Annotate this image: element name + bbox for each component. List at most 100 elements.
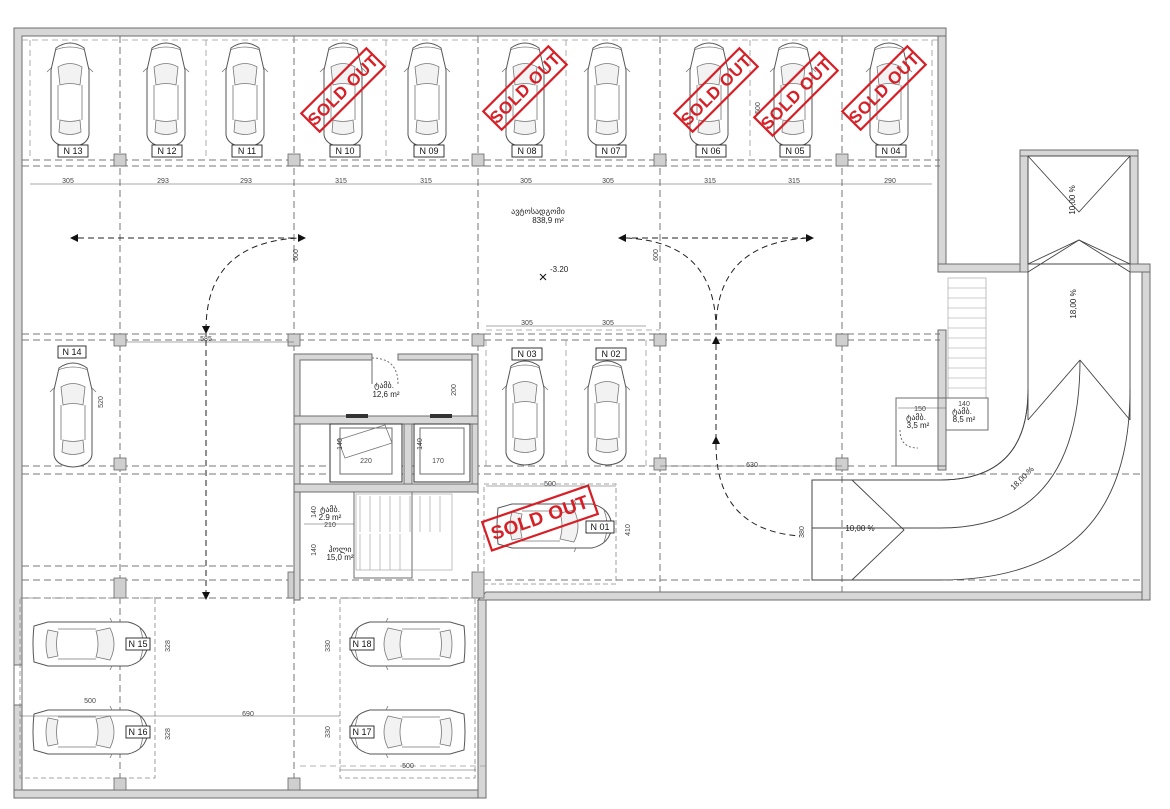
spot-label-n17: N 17 [352, 727, 371, 737]
storage-1-area: 12,6 m² [372, 390, 399, 399]
outer-walls [13, 27, 1151, 799]
spot-n08: N 08 [501, 42, 549, 158]
spot-n14: N 14 [49, 345, 97, 468]
svg-text:315: 315 [335, 178, 347, 185]
spot-label-n10: N 10 [335, 146, 354, 156]
stairs-right [895, 277, 989, 467]
storage-1-name: ტამბ. [374, 381, 394, 390]
svg-text:410: 410 [625, 524, 632, 536]
spot-n04: N 04 [865, 42, 913, 158]
parking-hall-area: 838,9 m² [532, 216, 564, 225]
spot-label-n04: N 04 [881, 146, 900, 156]
spot-label-n05: N 05 [785, 146, 804, 156]
core-block [293, 353, 479, 601]
svg-text:500: 500 [755, 102, 762, 114]
svg-text:328: 328 [165, 640, 172, 652]
storage-2-name: ტამბ. [320, 505, 340, 514]
svg-text:600: 600 [293, 249, 300, 261]
parking-hall-name: ავტოსადგომი [511, 207, 565, 216]
spot-n12: N 12 [142, 42, 190, 158]
traffic-routes [70, 234, 814, 600]
storage-3-area: 3,5 m² [907, 421, 930, 430]
svg-text:330: 330 [325, 726, 332, 738]
svg-text:140: 140 [311, 506, 318, 518]
svg-text:220: 220 [360, 458, 372, 465]
ramps [811, 155, 1131, 581]
spot-label-n06: N 06 [701, 146, 720, 156]
spot-n03: N 03 [501, 347, 549, 466]
ramp-bottom-slope: 10,00 % [845, 524, 874, 533]
svg-text:500: 500 [544, 481, 556, 488]
spot-n02: N 02 [583, 347, 631, 466]
spot-n10: N 10 [319, 42, 367, 158]
room-labels: ავტოსადგომი 838,9 m² -3.20 ტამბ. 12,6 m²… [319, 207, 976, 562]
spot-n09: N 09 [403, 42, 451, 158]
spot-label-n11: N 11 [238, 146, 256, 156]
spot-label-n15: N 15 [128, 639, 147, 649]
ramp-top-slope: 10,00 % [1068, 185, 1077, 214]
storage-4-name: ტამბ. [952, 407, 972, 416]
svg-text:305: 305 [62, 178, 74, 185]
spot-n05: N 05 [769, 42, 817, 158]
spot-label-n13: N 13 [63, 146, 82, 156]
storage-2-area: 2.9 m² [319, 513, 342, 522]
svg-text:315: 315 [420, 178, 432, 185]
spot-label-n02: N 02 [601, 349, 620, 359]
svg-text:305: 305 [521, 320, 533, 327]
svg-text:500: 500 [402, 763, 414, 770]
stair-hall-name: ჰოლი [328, 545, 351, 554]
spot-n13: N 13 [46, 42, 94, 158]
spot-n06: N 06 [685, 42, 733, 158]
svg-text:290: 290 [884, 178, 896, 185]
spot-label-n07: N 07 [601, 146, 620, 156]
svg-text:315: 315 [704, 178, 716, 185]
spot-n16: N 16 [32, 705, 151, 759]
spot-label-n03: N 03 [517, 349, 536, 359]
svg-text:600: 600 [653, 249, 660, 261]
spot-label-n14: N 14 [62, 347, 81, 357]
svg-text:140: 140 [958, 401, 970, 408]
svg-text:690: 690 [242, 711, 254, 718]
svg-text:293: 293 [157, 178, 169, 185]
svg-text:170: 170 [432, 458, 444, 465]
dimensions: 305 293 293 315 315 305 305 315 315 290 … [20, 102, 970, 771]
svg-text:140: 140 [311, 544, 318, 556]
spot-n01: N 01 [496, 499, 615, 553]
spot-label-n09: N 09 [419, 146, 438, 156]
spot-label-n18: N 18 [352, 639, 371, 649]
spot-n11: N 11 [221, 42, 269, 158]
ramp-upper-slope: 18,00 % [1069, 289, 1078, 318]
svg-text:200: 200 [451, 384, 458, 396]
svg-text:140: 140 [337, 438, 344, 450]
spot-n17: N 17 [349, 705, 466, 759]
ramp-labels: 10,00 % 18,00 % 18,00 % 10,00 % [845, 185, 1078, 533]
grid-axes [22, 36, 1140, 790]
svg-text:305: 305 [520, 178, 532, 185]
spot-label-n16: N 16 [128, 727, 147, 737]
spot-label-n12: N 12 [157, 146, 176, 156]
columns [113, 153, 849, 791]
level-mark: -3.20 [550, 265, 569, 274]
spot-label-n01: N 01 [590, 522, 609, 532]
parking-spots: N 13 N 12 N 11 N 10 N 09 N 08 N 07 N 06 … [19, 42, 913, 779]
svg-text:210: 210 [324, 522, 336, 529]
storage-4-area: 8,5 m² [953, 415, 976, 424]
svg-text:380: 380 [799, 526, 806, 538]
svg-text:305: 305 [602, 178, 614, 185]
stair-hall-area: 15,0 m² [326, 553, 353, 562]
svg-text:150: 150 [914, 406, 926, 413]
spot-n07: N 07 [583, 42, 631, 158]
svg-text:328: 328 [165, 728, 172, 740]
svg-text:630: 630 [746, 462, 758, 469]
svg-text:330: 330 [325, 640, 332, 652]
svg-text:520: 520 [98, 396, 105, 408]
svg-text:585: 585 [200, 336, 212, 343]
spot-n18: N 18 [349, 617, 466, 671]
storage-3-name: ტამბ. [906, 413, 926, 422]
stairs-main [355, 493, 453, 571]
svg-text:315: 315 [788, 178, 800, 185]
svg-text:500: 500 [84, 698, 96, 705]
svg-text:140: 140 [417, 438, 424, 450]
svg-text:293: 293 [240, 178, 252, 185]
